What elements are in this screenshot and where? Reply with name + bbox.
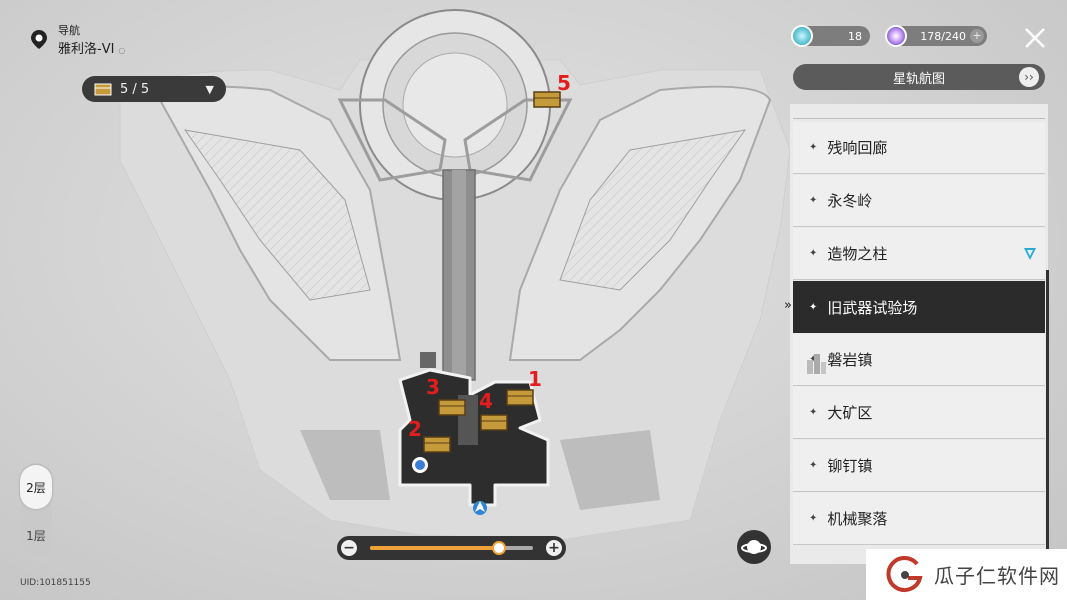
nav-label: 导航 [58, 24, 80, 37]
floor-2-button[interactable]: 2层 [20, 465, 52, 509]
star-icon: ✦ [809, 513, 818, 524]
selected-indicator-icon: » [784, 298, 792, 313]
treasure-chest-icon [94, 83, 112, 95]
stellar-jade-value: 178/240 [920, 29, 966, 43]
town-icon [807, 354, 826, 374]
location-name: 雅利洛-VI○ [58, 42, 126, 57]
location-item-robot-settlement[interactable]: ✦机械聚落 [793, 493, 1045, 545]
chest-icon-4 [480, 414, 508, 431]
planet-switch-button[interactable] [737, 530, 771, 564]
elevator-marker [420, 352, 436, 368]
planet-icon [741, 540, 767, 554]
star-icon: ✦ [809, 407, 818, 418]
site-watermark: 瓜子仁软件网 [866, 549, 1067, 600]
floor-selector: 2层 1层 [20, 463, 52, 557]
star-icon: ✦ [809, 195, 818, 206]
star-icon: ✦ [809, 301, 818, 313]
left-bridge [337, 98, 447, 182]
zoom-handle[interactable] [491, 541, 506, 555]
chest-icon-2 [423, 436, 451, 453]
watermark-logo-icon [886, 555, 923, 592]
right-bridge [463, 98, 573, 182]
zoom-out-button[interactable]: − [341, 540, 357, 556]
location-item-echo-corridor[interactable]: ✦残响回廊 [793, 122, 1045, 174]
close-icon[interactable] [1023, 26, 1047, 50]
location-item-everwinter-hill[interactable]: ✦永冬岭 [793, 175, 1045, 227]
chest-count: 5 / 5 [120, 81, 150, 97]
navigation-header: 导航 雅利洛-VI○ [30, 22, 125, 57]
trailblaze-power-value: 18 [848, 29, 862, 43]
chest-number-5: 5 [557, 71, 571, 95]
right-grid-blocks [559, 129, 747, 291]
dropdown-arrow-icon: ▼ [205, 82, 214, 96]
zoom-in-button[interactable]: + [546, 540, 562, 556]
star-icon: ✦ [809, 354, 818, 365]
location-item-rivet-town[interactable]: ✦铆钉镇 [793, 440, 1045, 492]
floor-1-button[interactable]: 1层 [26, 528, 46, 543]
zoom-fill [370, 546, 499, 550]
star-icon: ✦ [809, 248, 818, 259]
star-icon: ✦ [809, 460, 818, 471]
trailblaze-power-counter[interactable]: 18 [791, 25, 870, 47]
star-rail-map-button[interactable]: 星轨航图 ›› [793, 64, 1045, 90]
chest-number-3: 3 [426, 375, 440, 399]
location-item-pillar-of-creation[interactable]: ✦造物之柱 [793, 228, 1045, 280]
star-icon: ✦ [809, 142, 818, 153]
mission-marker-icon [1024, 248, 1036, 260]
chest-icon-1 [506, 389, 534, 406]
left-grid-blocks [183, 129, 371, 301]
location-pin-icon [31, 29, 47, 49]
chest-icon-3 [438, 399, 466, 416]
location-list: ✦残响回廊 ✦永冬岭 ✦造物之柱 ✦旧武器试验场 ✦磐岩镇 ✦大矿区 ✦铆钉镇 … [790, 104, 1048, 564]
chevron-right-icon: ›› [1019, 67, 1039, 87]
star-map-label: 星轨航图 [892, 71, 945, 87]
stellar-jade-icon [885, 25, 907, 47]
chest-number-2: 2 [408, 417, 422, 441]
chest-number-1: 1 [528, 367, 542, 391]
stellar-jade-counter[interactable]: 178/240 + [885, 25, 987, 47]
list-scrollbar[interactable] [1046, 270, 1049, 565]
chest-icon-5 [533, 91, 561, 108]
chest-number-4: 4 [479, 389, 493, 413]
trailblaze-power-icon [791, 25, 813, 47]
location-item-boulder-town[interactable]: ✦磐岩镇 [793, 334, 1045, 386]
add-icon[interactable]: + [970, 29, 984, 43]
lower-terrain [300, 430, 390, 500]
circular-plaza-inner [402, 52, 508, 158]
location-item-great-mine[interactable]: ✦大矿区 [793, 387, 1045, 439]
player-uid: UID:101851155 [20, 578, 91, 588]
location-item-old-weapon-testing-ground[interactable]: ✦旧武器试验场 [793, 281, 1045, 333]
zoom-track[interactable] [370, 541, 533, 555]
zoom-slider[interactable]: − + [337, 536, 566, 560]
chest-counter-dropdown[interactable]: 5 / 5 ▼ [82, 76, 226, 102]
